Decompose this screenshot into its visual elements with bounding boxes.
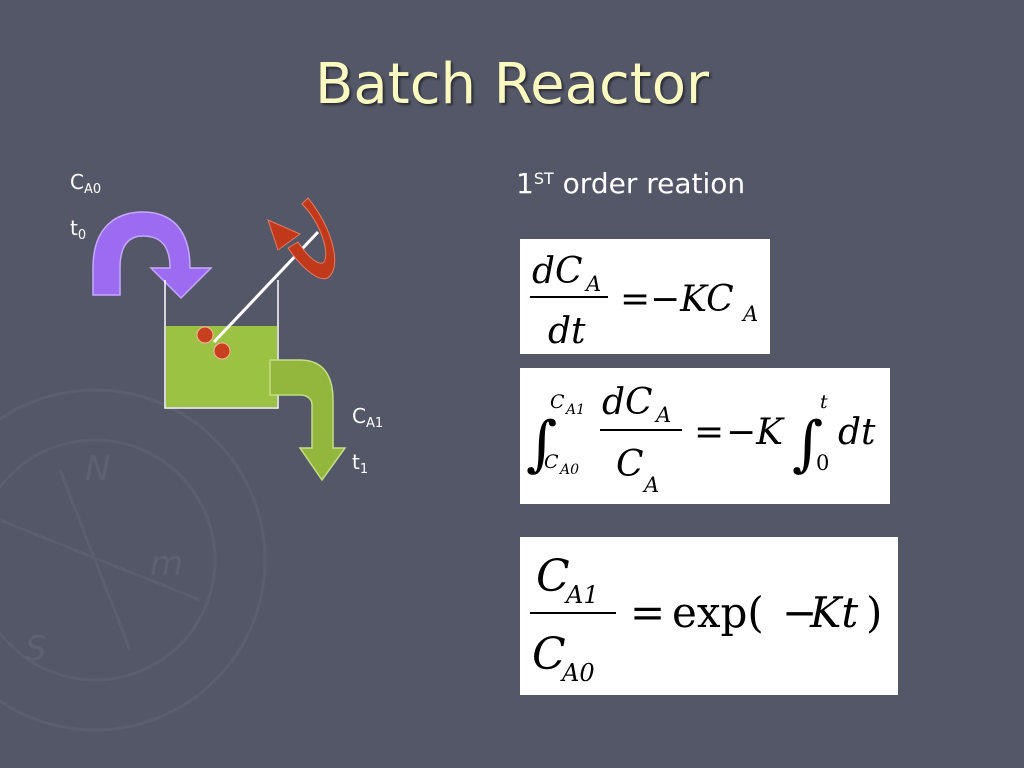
eq3-denominator: C xyxy=(532,629,566,680)
eq1-num-sub: A xyxy=(584,272,601,296)
eq2-equals: = xyxy=(694,412,724,453)
eq2-integral-sign-1: ∫ xyxy=(526,409,557,479)
eq1-rhs-sub: A xyxy=(741,302,758,326)
eq1-numerator: dC xyxy=(532,251,583,292)
outlet-concentration-label: CA1 xyxy=(352,404,383,431)
eq2-lower-limit: C xyxy=(544,451,559,473)
inlet-time-label: t0 xyxy=(70,216,86,243)
equation-solution: C A1 C A0 = exp( − Kt ) xyxy=(520,537,898,695)
eq2-denominator: C xyxy=(616,444,644,485)
eq3-den-sub: A0 xyxy=(560,659,595,687)
order-superscript: ST xyxy=(533,169,554,188)
eq1-denominator: dt xyxy=(548,311,586,352)
outlet-time-label: t1 xyxy=(352,450,368,477)
particle-icon xyxy=(196,326,214,344)
equation-integral-svg: ∫ C A1 C A0 dC A C A = −K ∫ t 0 dt xyxy=(526,382,876,497)
inlet-concentration-label: CA0 xyxy=(70,170,101,197)
eq3-equals: = xyxy=(630,588,665,637)
eq3-minus: − xyxy=(782,588,817,637)
eq2-den-sub: A xyxy=(642,473,659,497)
eq3-kt: Kt xyxy=(809,588,858,637)
eq2-minus-k: −K xyxy=(726,412,785,453)
eq2-dt: dt xyxy=(838,412,876,453)
inlet-arrow-icon xyxy=(92,211,213,300)
outlet-t-sub: 1 xyxy=(359,462,369,477)
inlet-t-sub: 0 xyxy=(77,228,87,243)
eq3-num-sub: A1 xyxy=(564,581,599,609)
equation-rate-law: dC A dt = −KC A xyxy=(520,239,770,354)
eq2-lower-limit-sub: A0 xyxy=(558,462,579,478)
reaction-order-heading: 1ST order reation xyxy=(516,167,745,200)
slide-title: Batch Reactor xyxy=(315,52,709,117)
vessel-outline xyxy=(164,280,279,409)
outlet-c-sub: A1 xyxy=(365,416,384,431)
equation-rate-law-svg: dC A dt = −KC A xyxy=(530,251,758,352)
svg-text:S: S xyxy=(25,629,47,669)
outlet-c-main: C xyxy=(352,404,366,428)
outlet-t-main: t xyxy=(352,450,360,474)
inlet-c-main: C xyxy=(70,170,84,194)
eq3-exp: exp( xyxy=(672,588,764,637)
outlet-arrow-icon xyxy=(269,359,347,482)
eq2-lower-limit2: 0 xyxy=(816,451,829,475)
liquid-fill xyxy=(166,326,277,407)
eq2-upper-limit: C xyxy=(550,391,565,413)
eq2-integral-sign-2: ∫ xyxy=(792,409,823,479)
order-text: order reation xyxy=(562,167,746,200)
eq2-upper-limit2: t xyxy=(820,391,828,413)
eq1-equals: = xyxy=(620,279,650,320)
eq2-numerator: dC xyxy=(602,382,653,423)
svg-text:m: m xyxy=(150,544,183,584)
equation-integral: ∫ C A1 C A0 dC A C A = −K ∫ t 0 dt xyxy=(520,368,890,504)
rotation-arrow-icon xyxy=(287,197,336,280)
eq2-num-sub: A xyxy=(654,403,671,427)
inlet-t-main: t xyxy=(70,216,78,240)
equation-solution-svg: C A1 C A0 = exp( − Kt ) xyxy=(530,551,882,687)
rotation-arrowhead-icon xyxy=(267,219,301,251)
eq3-close: ) xyxy=(866,588,882,637)
eq3-numerator: C xyxy=(536,551,570,602)
svg-text:N: N xyxy=(85,449,110,489)
eq1-rhs: −KC xyxy=(650,279,734,320)
order-number: 1 xyxy=(516,167,534,200)
particle-icon xyxy=(213,342,231,360)
inlet-c-sub: A0 xyxy=(83,182,102,197)
eq2-upper-limit-sub: A1 xyxy=(564,402,585,418)
